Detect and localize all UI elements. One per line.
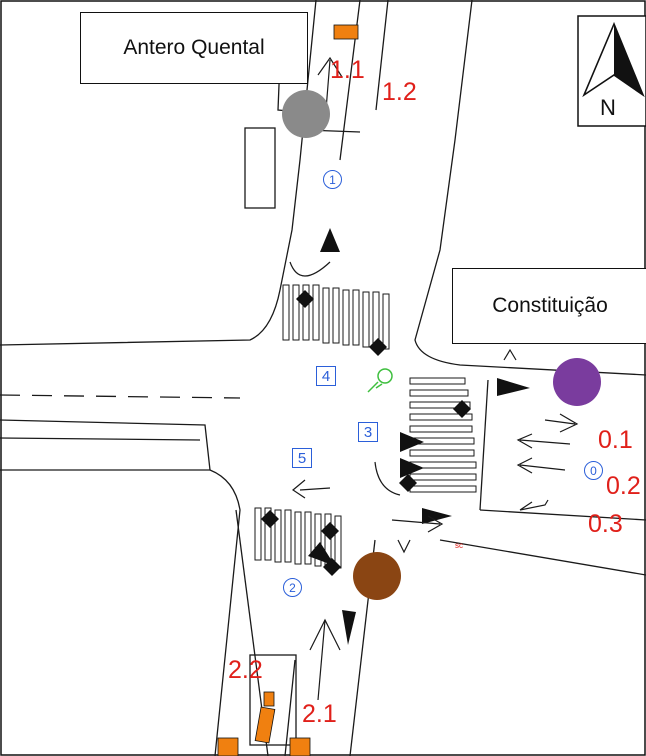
north-arrow-icon bbox=[577, 15, 646, 127]
approach-label-0-3: 0.3 bbox=[588, 510, 623, 538]
approach-circle-2: 2 bbox=[283, 578, 302, 597]
street-label-constituicao: Constituição bbox=[452, 268, 646, 344]
approach-label-2-2: 2.2 bbox=[228, 656, 263, 684]
street-label-antero-quental-text: Antero Quental bbox=[123, 36, 265, 59]
approach-label-1-2: 1.2 bbox=[382, 78, 417, 106]
phase-box-3: 3 bbox=[358, 422, 378, 442]
approach-label-2-1: 2.1 bbox=[302, 700, 337, 728]
approach-circle-0: 0 bbox=[584, 461, 603, 480]
phase-box-5: 5 bbox=[292, 448, 312, 468]
camera-marker-brown[interactable] bbox=[353, 552, 401, 600]
pedestrian-icon bbox=[367, 368, 393, 393]
approach-label-0-2: 0.2 bbox=[606, 472, 641, 500]
camera-marker-gray[interactable] bbox=[282, 90, 330, 138]
approach-label-0-1: 0.1 bbox=[598, 426, 633, 454]
phase-box-4: 4 bbox=[316, 366, 336, 386]
approach-label-1-1: 1.1 bbox=[330, 56, 365, 84]
street-label-constituicao-text: Constituição bbox=[492, 294, 608, 317]
compass-letter: N bbox=[600, 95, 616, 120]
camera-marker-purple[interactable] bbox=[553, 358, 601, 406]
approach-circle-1: 1 bbox=[323, 170, 342, 189]
street-label-antero-quental: Antero Quental bbox=[80, 12, 308, 84]
stop-marker-text: sc bbox=[455, 541, 463, 550]
